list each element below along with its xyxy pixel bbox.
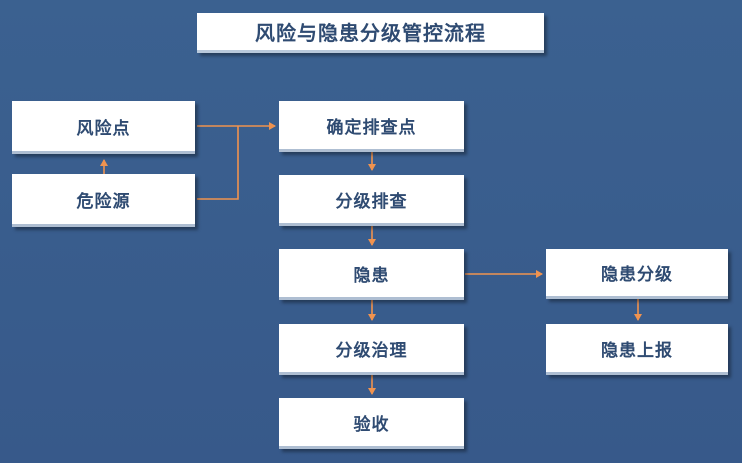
node-hidden-danger: 隐患	[279, 249, 464, 300]
node-graded-treatment: 分级治理	[279, 324, 464, 375]
node-graded-check: 分级排查	[279, 175, 464, 226]
node-risk-point: 风险点	[12, 101, 195, 154]
line-hazard-to-junction	[197, 126, 239, 200]
diagram-title: 风险与隐患分级管控流程	[197, 13, 544, 53]
node-hidden-danger-report: 隐患上报	[546, 324, 728, 375]
node-hidden-danger-grading: 隐患分级	[546, 249, 728, 299]
node-determine-check-point: 确定排查点	[279, 101, 464, 152]
node-acceptance: 验收	[279, 398, 464, 449]
node-hazard-source: 危险源	[12, 174, 195, 227]
